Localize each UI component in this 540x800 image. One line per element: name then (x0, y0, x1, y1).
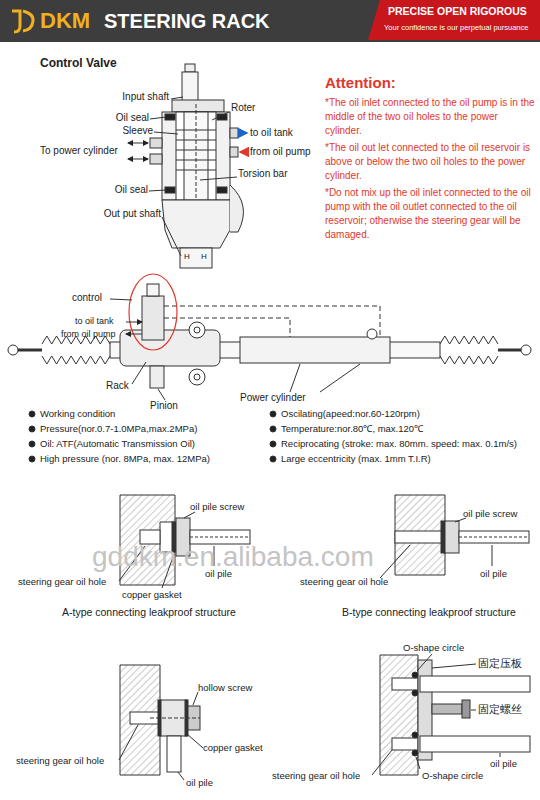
part-label: oil pile (490, 758, 517, 769)
part-label: Pinion (150, 400, 178, 412)
figure-caption: B-type connecting leakproof structure (342, 606, 516, 619)
spec-item: Working condition (40, 408, 115, 419)
part-label: hollow screw (198, 682, 252, 693)
port-label: to oil tank (250, 127, 293, 139)
part-label: copper gasket (122, 589, 182, 600)
attention-heading: Attention: (325, 74, 396, 92)
part-label: Sleeve (122, 125, 153, 137)
figure-caption: A-type connecting leakproof structure (62, 606, 236, 619)
part-label: O-shape circle (422, 770, 483, 781)
tagline: Your confidence is our perpetual pursuan… (384, 23, 528, 32)
port-label: from oil pump (250, 146, 311, 158)
part-label: steering gear oil hole (16, 755, 104, 766)
part-label: 固定压板 (478, 657, 522, 670)
part-label: oil pile (480, 568, 507, 579)
attention-note: *The oil inlet connected to the oil pump… (325, 96, 535, 138)
spec-item: Reciprocating (stroke: max. 80mm. speed:… (281, 438, 517, 449)
port-label: to oil tank (75, 316, 114, 327)
part-label: copper gasket (203, 742, 263, 753)
boot-fold (42, 356, 110, 364)
part-label: Out put shaft (104, 208, 161, 220)
part-label: Oil seal (116, 112, 149, 124)
slogan-tab: PRECISE OPEN RIGOROUS Your confidence is … (368, 0, 540, 40)
attention-note: *The oil out let connected to the oil re… (325, 141, 535, 183)
part-label: oil pile screw (190, 501, 244, 512)
part-label: Input shaft (122, 91, 169, 103)
part-label: Torsion bar (238, 168, 287, 180)
spec-item: Oil: ATF(Automatic Transmission Oil) (40, 438, 195, 449)
part-label: Roter (231, 102, 255, 114)
attention-note: *Do not mix up the oil inlet connected t… (325, 186, 535, 242)
port-label: To power cylinder (40, 145, 118, 157)
part-label: oil pile screw (463, 508, 517, 519)
brand-text: DKM (40, 8, 90, 34)
section-heading: Control Valve (40, 56, 117, 70)
shaft-mark: H (201, 252, 207, 262)
boot-fold (440, 336, 498, 344)
callout-label: control (72, 292, 102, 304)
spec-item: Temperature:nor.80℃, max.120℃ (281, 423, 423, 434)
part-label: 固定螺丝 (478, 703, 522, 716)
part-label: steering gear oil hole (272, 770, 360, 781)
port-label: from oil pump (61, 329, 116, 340)
part-label: Rack (106, 380, 129, 392)
part-label: steering gear oil hole (18, 576, 106, 587)
part-label: O-shape circle (403, 642, 464, 653)
boot-fold (440, 356, 498, 364)
spec-item: Pressure(nor.0.7-1.0MPa,max.2MPa) (40, 423, 197, 434)
header-band: DKM STEERING RACK PRECISE OPEN RIGOROUS You… (0, 0, 540, 42)
spec-item: Large eccentricity (max. 1mm T.I.R) (281, 453, 431, 464)
spec-item: Oscilating(apeed:nor.60-120rpm) (281, 408, 420, 419)
part-label: Oil seal (115, 184, 148, 196)
watermark: gddkm.en.alibaba.com (92, 540, 374, 574)
shaft-mark: H (184, 252, 190, 262)
logo-mark (6, 6, 36, 36)
tagline: STEERING RACK (104, 10, 270, 33)
part-label: oil pile (186, 777, 213, 788)
part-label: Power cylinder (240, 392, 306, 404)
brand-text: PRECISE OPEN RIGOROUS (388, 5, 527, 17)
spec-item: High pressure (nor. 8MPa, max. 12MPa) (40, 453, 210, 464)
part-label: steering gear oil hole (300, 576, 388, 587)
